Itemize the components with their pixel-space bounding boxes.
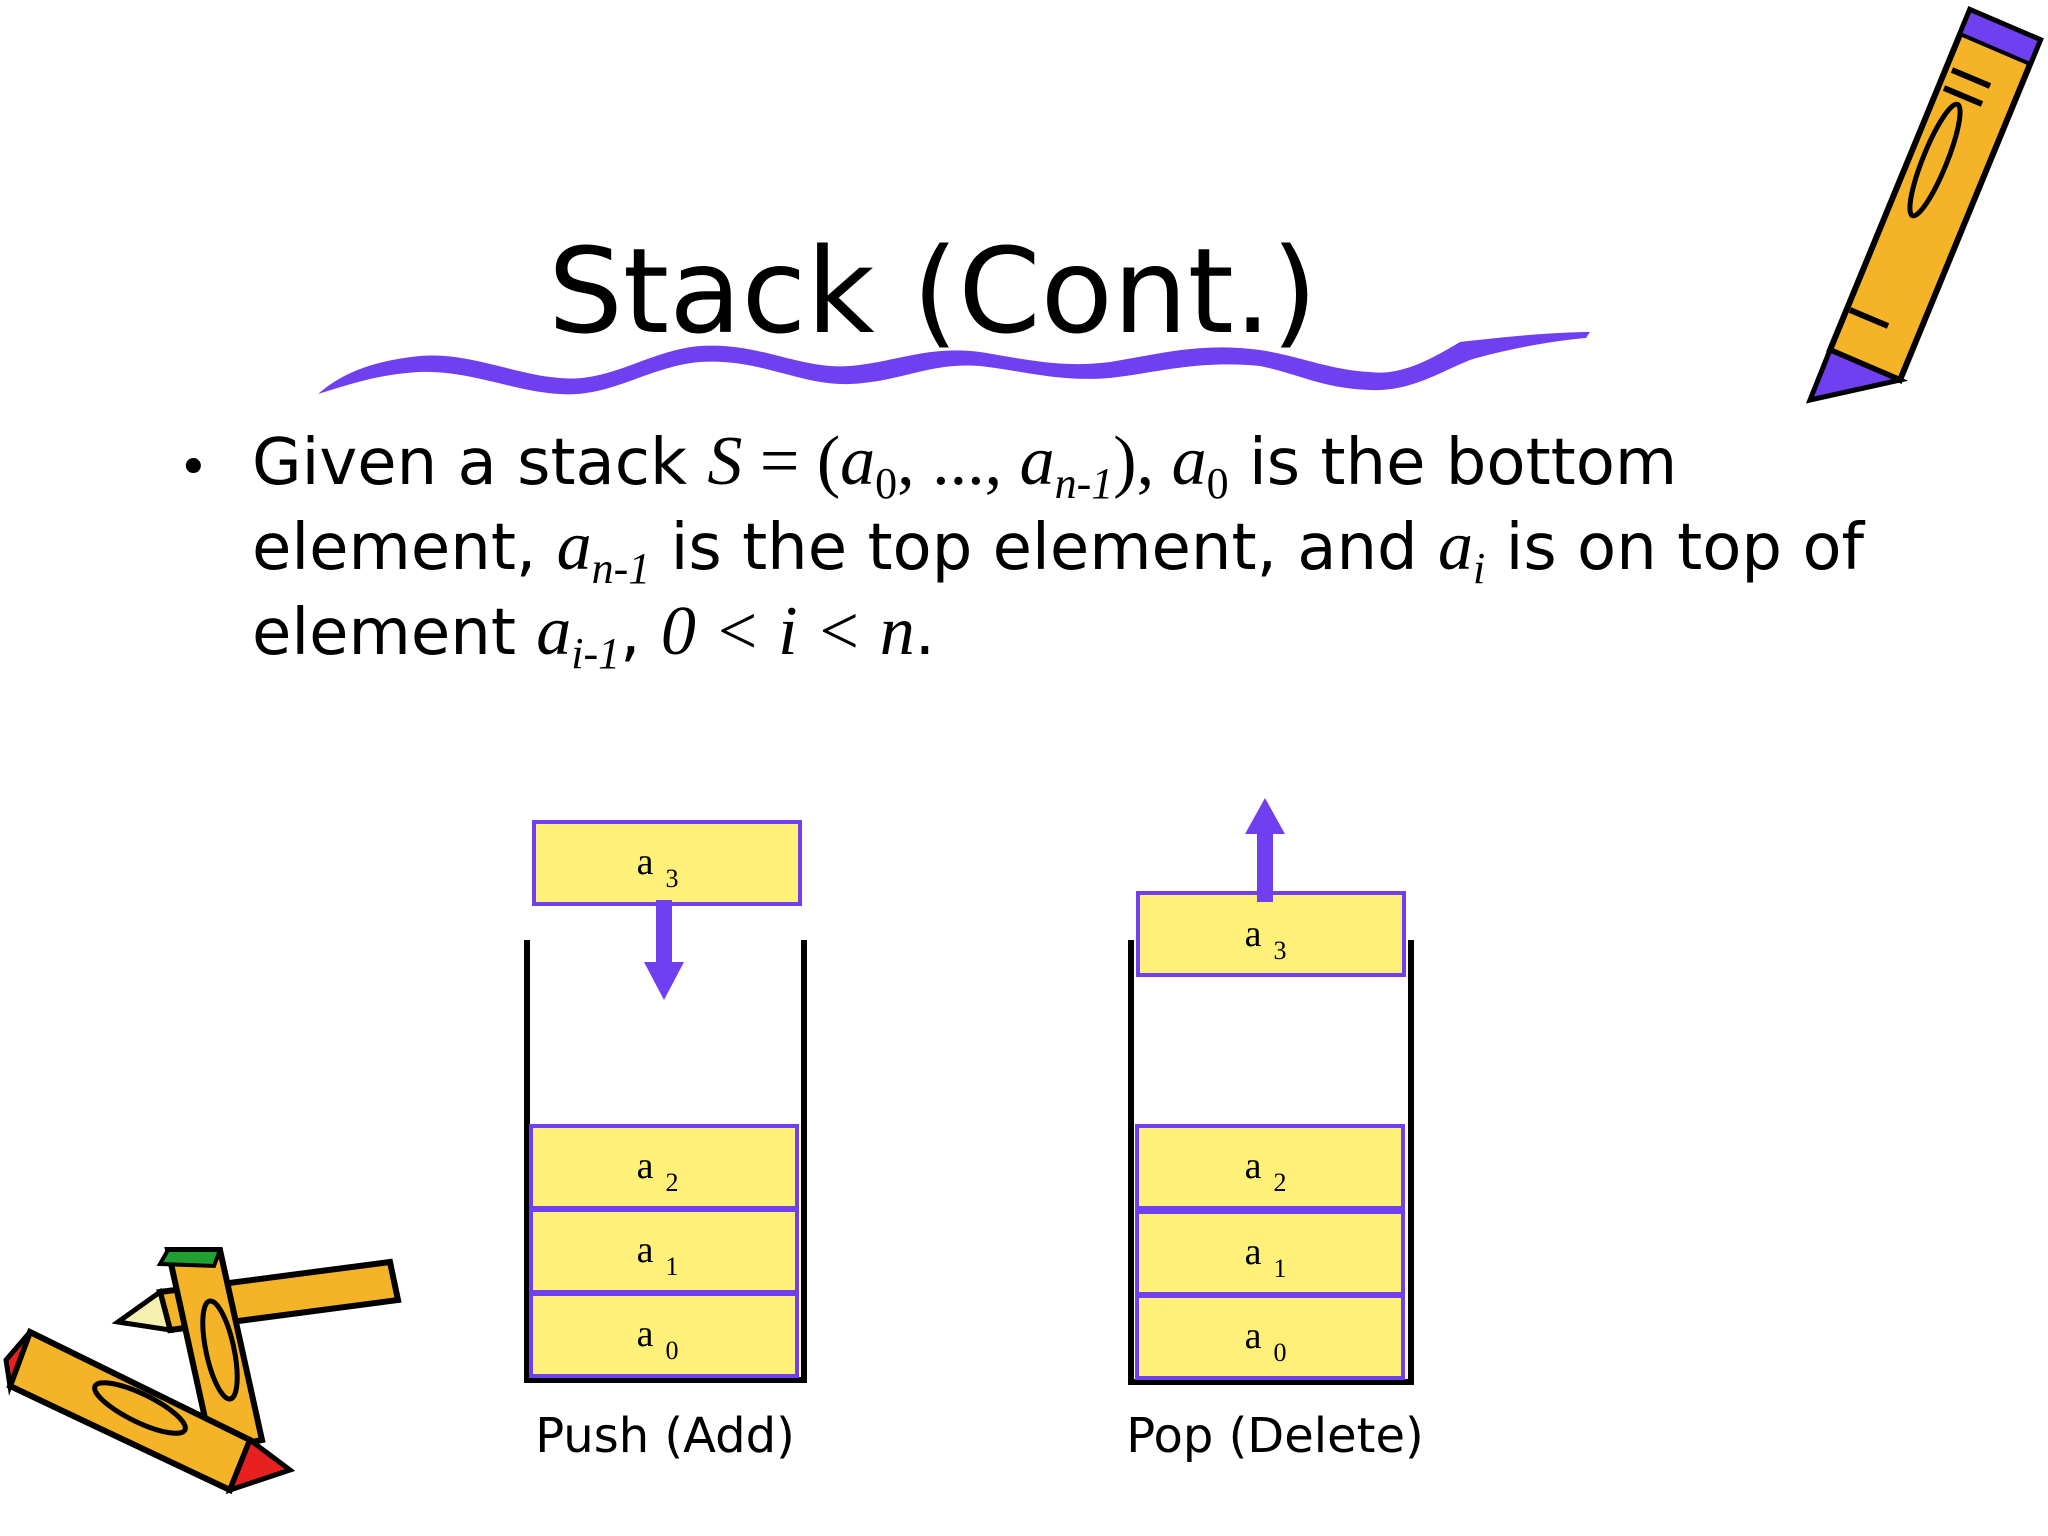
- cell-label: a: [637, 841, 654, 883]
- text-top: is the top element, and: [650, 511, 1438, 585]
- cell-subscript: 2: [666, 1168, 679, 1197]
- pop-cell-0: a 0: [1135, 1294, 1405, 1380]
- math-sub: i-1: [571, 629, 621, 678]
- slide-title: Stack (Cont.): [548, 222, 1318, 360]
- pop-stack: a 3 a 2 a 1 a 0 Pop (Delete): [1126, 798, 1424, 1464]
- pop-caption: Pop (Delete): [1126, 1408, 1424, 1464]
- title-underline-squiggle: [318, 332, 1590, 395]
- pop-arrow-up-icon: [1245, 798, 1285, 902]
- push-stack-container: [524, 940, 807, 1383]
- text-bottom: is the bottom element,: [252, 426, 1678, 585]
- crayons-clipart-icon: [3, 1247, 402, 1495]
- text-on-top: is on top of element: [252, 511, 1865, 670]
- math-sub: n-1: [591, 544, 651, 593]
- cell-label: a: [1245, 1231, 1262, 1273]
- math-sub: n-1: [1054, 459, 1114, 508]
- math-sub: 0: [875, 459, 898, 508]
- bullet-text: Given a stack S = (a0, ..., an-1), a0 is…: [252, 420, 1872, 678]
- push-incoming-element: a 3: [532, 820, 802, 906]
- math-a: a: [1438, 508, 1473, 585]
- pop-stack-container: [1128, 940, 1414, 1385]
- cell-label: a: [637, 1229, 654, 1271]
- text-given: Given a stack: [252, 426, 708, 500]
- cell-subscript: 3: [666, 864, 679, 893]
- math-sub: 0: [1206, 459, 1229, 508]
- push-caption: Push (Add): [535, 1408, 795, 1464]
- text-comma: ,: [620, 596, 661, 670]
- math-ellipsis: , ...,: [897, 423, 1020, 500]
- bullet-marker: •: [178, 438, 209, 498]
- cell-subscript: 0: [666, 1336, 679, 1365]
- push-cell-1: a 1: [529, 1208, 799, 1294]
- cell-label: a: [1245, 1315, 1262, 1357]
- math-inequality: 0 < i < n: [660, 593, 915, 670]
- push-cell-2: a 2: [529, 1124, 799, 1210]
- cell-subscript: 0: [1274, 1338, 1287, 1367]
- math-sub: i: [1473, 544, 1486, 593]
- math-a: a: [536, 593, 572, 670]
- math-eq-open: = (: [742, 423, 841, 500]
- cell-label: a: [1245, 1145, 1262, 1187]
- cell-label: a: [637, 1145, 654, 1187]
- math-S: S: [707, 423, 743, 500]
- pop-cell-2: a 2: [1135, 1124, 1405, 1210]
- math-a: a: [1019, 423, 1055, 500]
- pencil-clipart-icon: [1805, 6, 2044, 404]
- cell-subscript: 2: [1274, 1168, 1287, 1197]
- push-cell-0: a 0: [529, 1292, 799, 1378]
- cell-subscript: 1: [1274, 1254, 1287, 1283]
- math-a: a: [840, 423, 876, 500]
- math-a: a: [1171, 423, 1207, 500]
- cell-label: a: [1245, 913, 1262, 955]
- cell-subscript: 3: [1274, 936, 1287, 965]
- push-arrow-down-icon: [644, 900, 684, 1000]
- text-period: .: [914, 596, 936, 670]
- math-close: ),: [1113, 423, 1172, 500]
- math-a: a: [556, 508, 592, 585]
- cell-subscript: 1: [666, 1252, 679, 1281]
- cell-label: a: [637, 1313, 654, 1355]
- pop-outgoing-element: a 3: [1136, 891, 1406, 977]
- pop-cell-1: a 1: [1135, 1210, 1405, 1296]
- push-stack: a 3 a 2 a 1 a 0 Push (Add): [524, 820, 807, 1464]
